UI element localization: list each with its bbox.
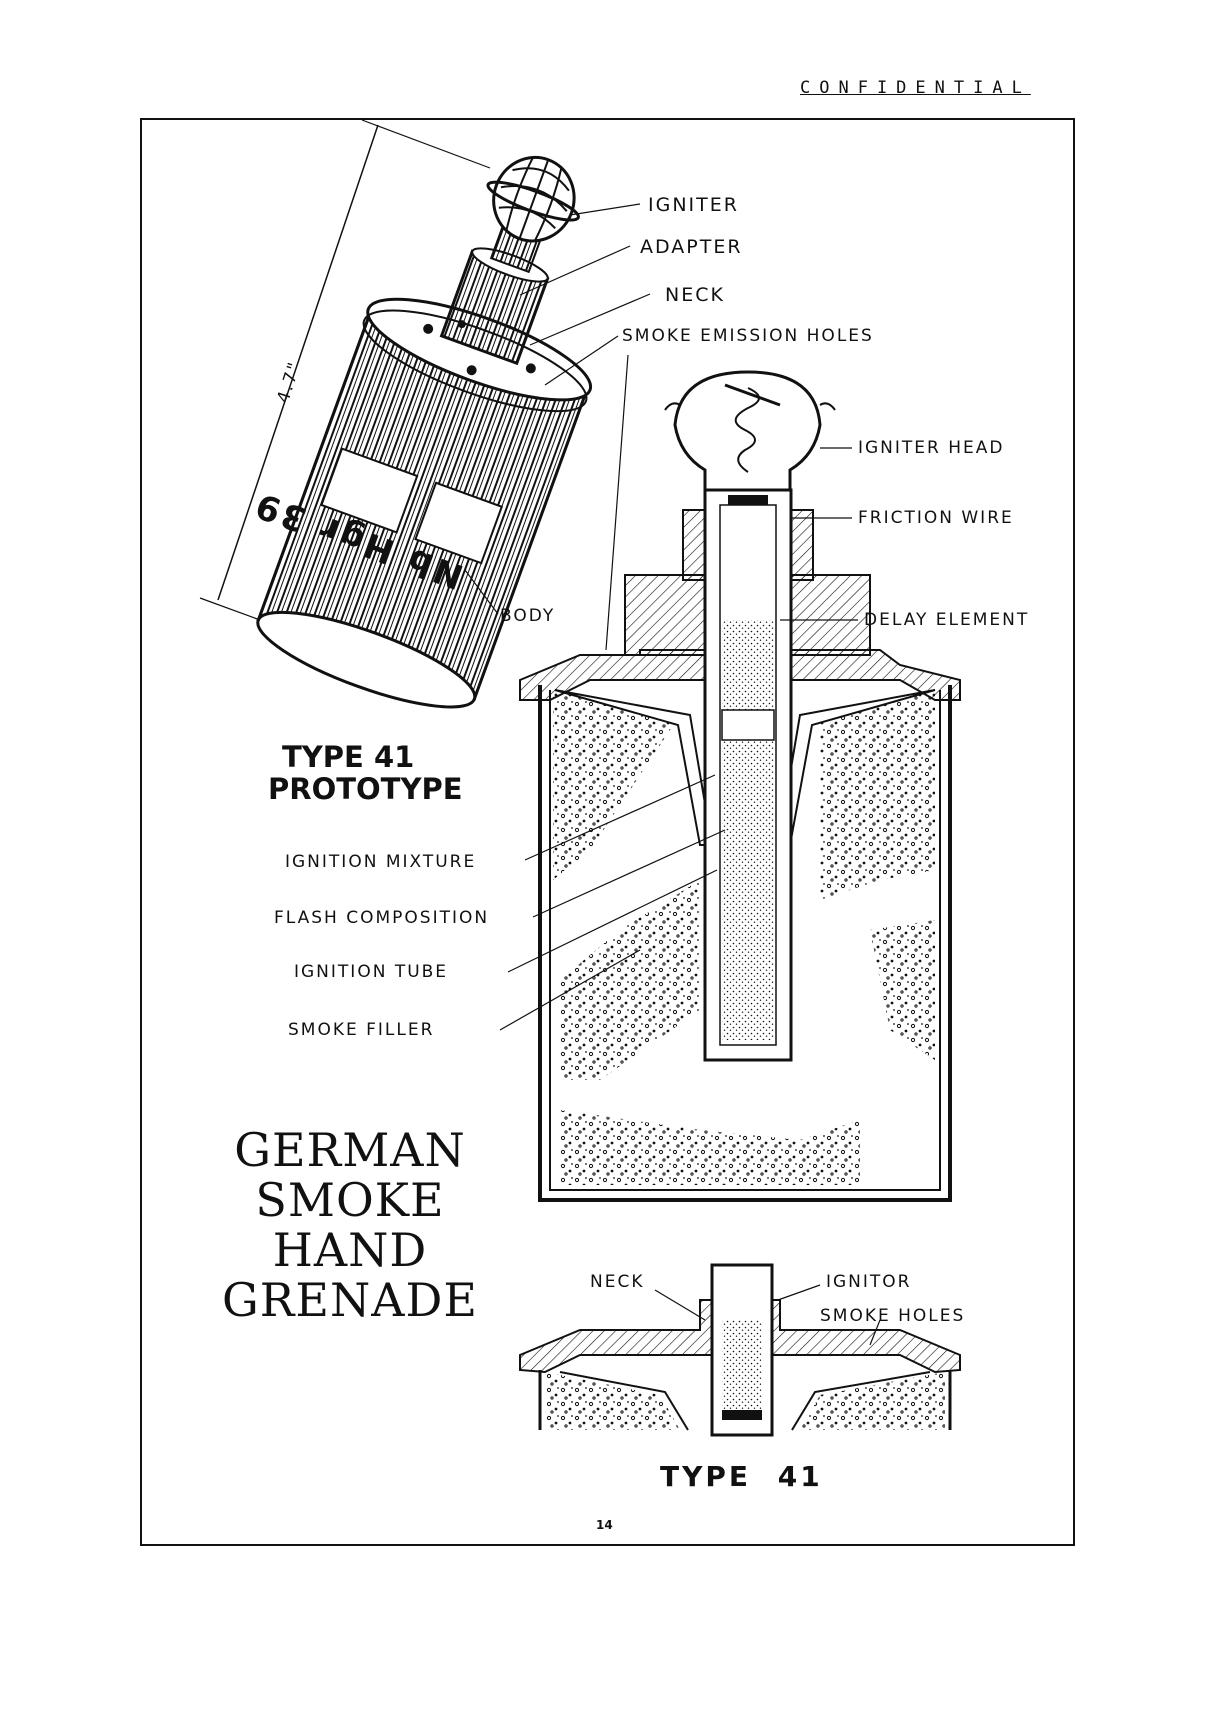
- label-smoke-filler: SMOKE FILLER: [288, 1020, 435, 1040]
- prototype-heading-line2: PROTOTYPE: [268, 772, 463, 806]
- label-neck: NECK: [665, 284, 725, 306]
- classification-marking: CONFIDENTIAL: [800, 78, 1031, 98]
- dimension-line: [199, 119, 491, 621]
- type41-drawing: [519, 1263, 961, 1437]
- title-line-grenade: GRENADE: [222, 1273, 478, 1327]
- figure-frame: [140, 118, 1075, 1546]
- title-line-smoke: SMOKE: [255, 1173, 445, 1227]
- title-line-german: GERMAN: [234, 1123, 466, 1177]
- prototype-grenade-drawing: [256, 155, 593, 709]
- label-type41-neck: NECK: [590, 1272, 645, 1292]
- label-igniter-head: IGNITER HEAD: [858, 438, 1005, 458]
- label-flash-composition: FLASH COMPOSITION: [274, 908, 490, 928]
- label-type41-smoke-holes: SMOKE HOLES: [820, 1306, 966, 1326]
- label-body: BODY: [500, 606, 556, 626]
- type41-caption: TYPE 41: [660, 1460, 823, 1493]
- main-title: GERMAN SMOKE HAND GRENADE: [200, 1125, 500, 1325]
- cross-section-drawing: [464, 203, 961, 1202]
- label-ignition-tube: IGNITION TUBE: [294, 962, 449, 982]
- label-adapter: ADAPTER: [640, 236, 743, 258]
- title-line-hand: HAND: [272, 1223, 428, 1277]
- label-type41-ignitor: IGNITOR: [826, 1272, 912, 1292]
- label-delay-element: DELAY ELEMENT: [864, 610, 1030, 630]
- label-smoke-emission-holes: SMOKE EMISSION HOLES: [622, 326, 874, 346]
- label-friction-wire: FRICTION WIRE: [858, 508, 1014, 528]
- prototype-heading-line1: TYPE 41: [282, 740, 415, 774]
- label-igniter: IGNITER: [648, 194, 739, 216]
- page-number: 14: [596, 1518, 613, 1532]
- label-ignition-mixture: IGNITION MIXTURE: [285, 852, 477, 872]
